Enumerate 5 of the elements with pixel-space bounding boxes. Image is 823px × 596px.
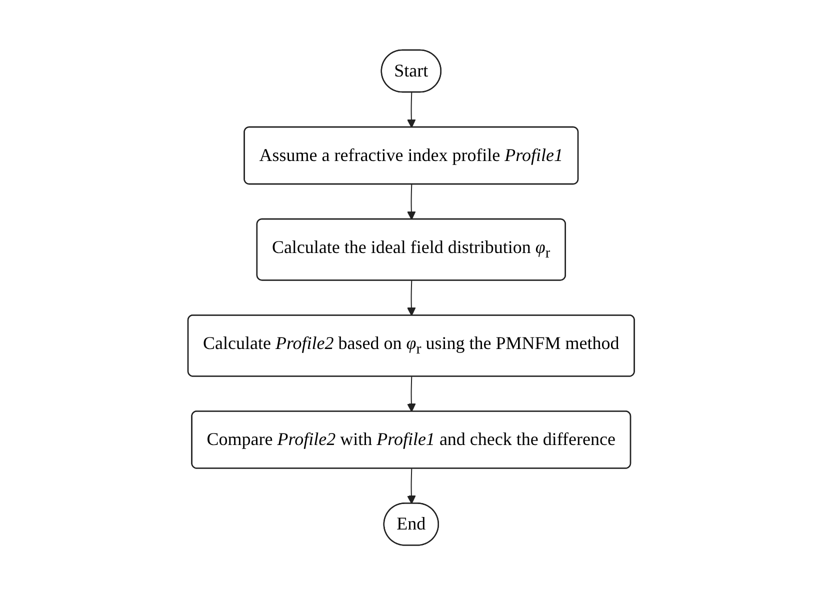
arrow	[407, 468, 416, 504]
arrow	[407, 280, 416, 316]
arrow	[407, 376, 416, 412]
arrow	[407, 184, 416, 220]
arrow	[407, 92, 416, 128]
